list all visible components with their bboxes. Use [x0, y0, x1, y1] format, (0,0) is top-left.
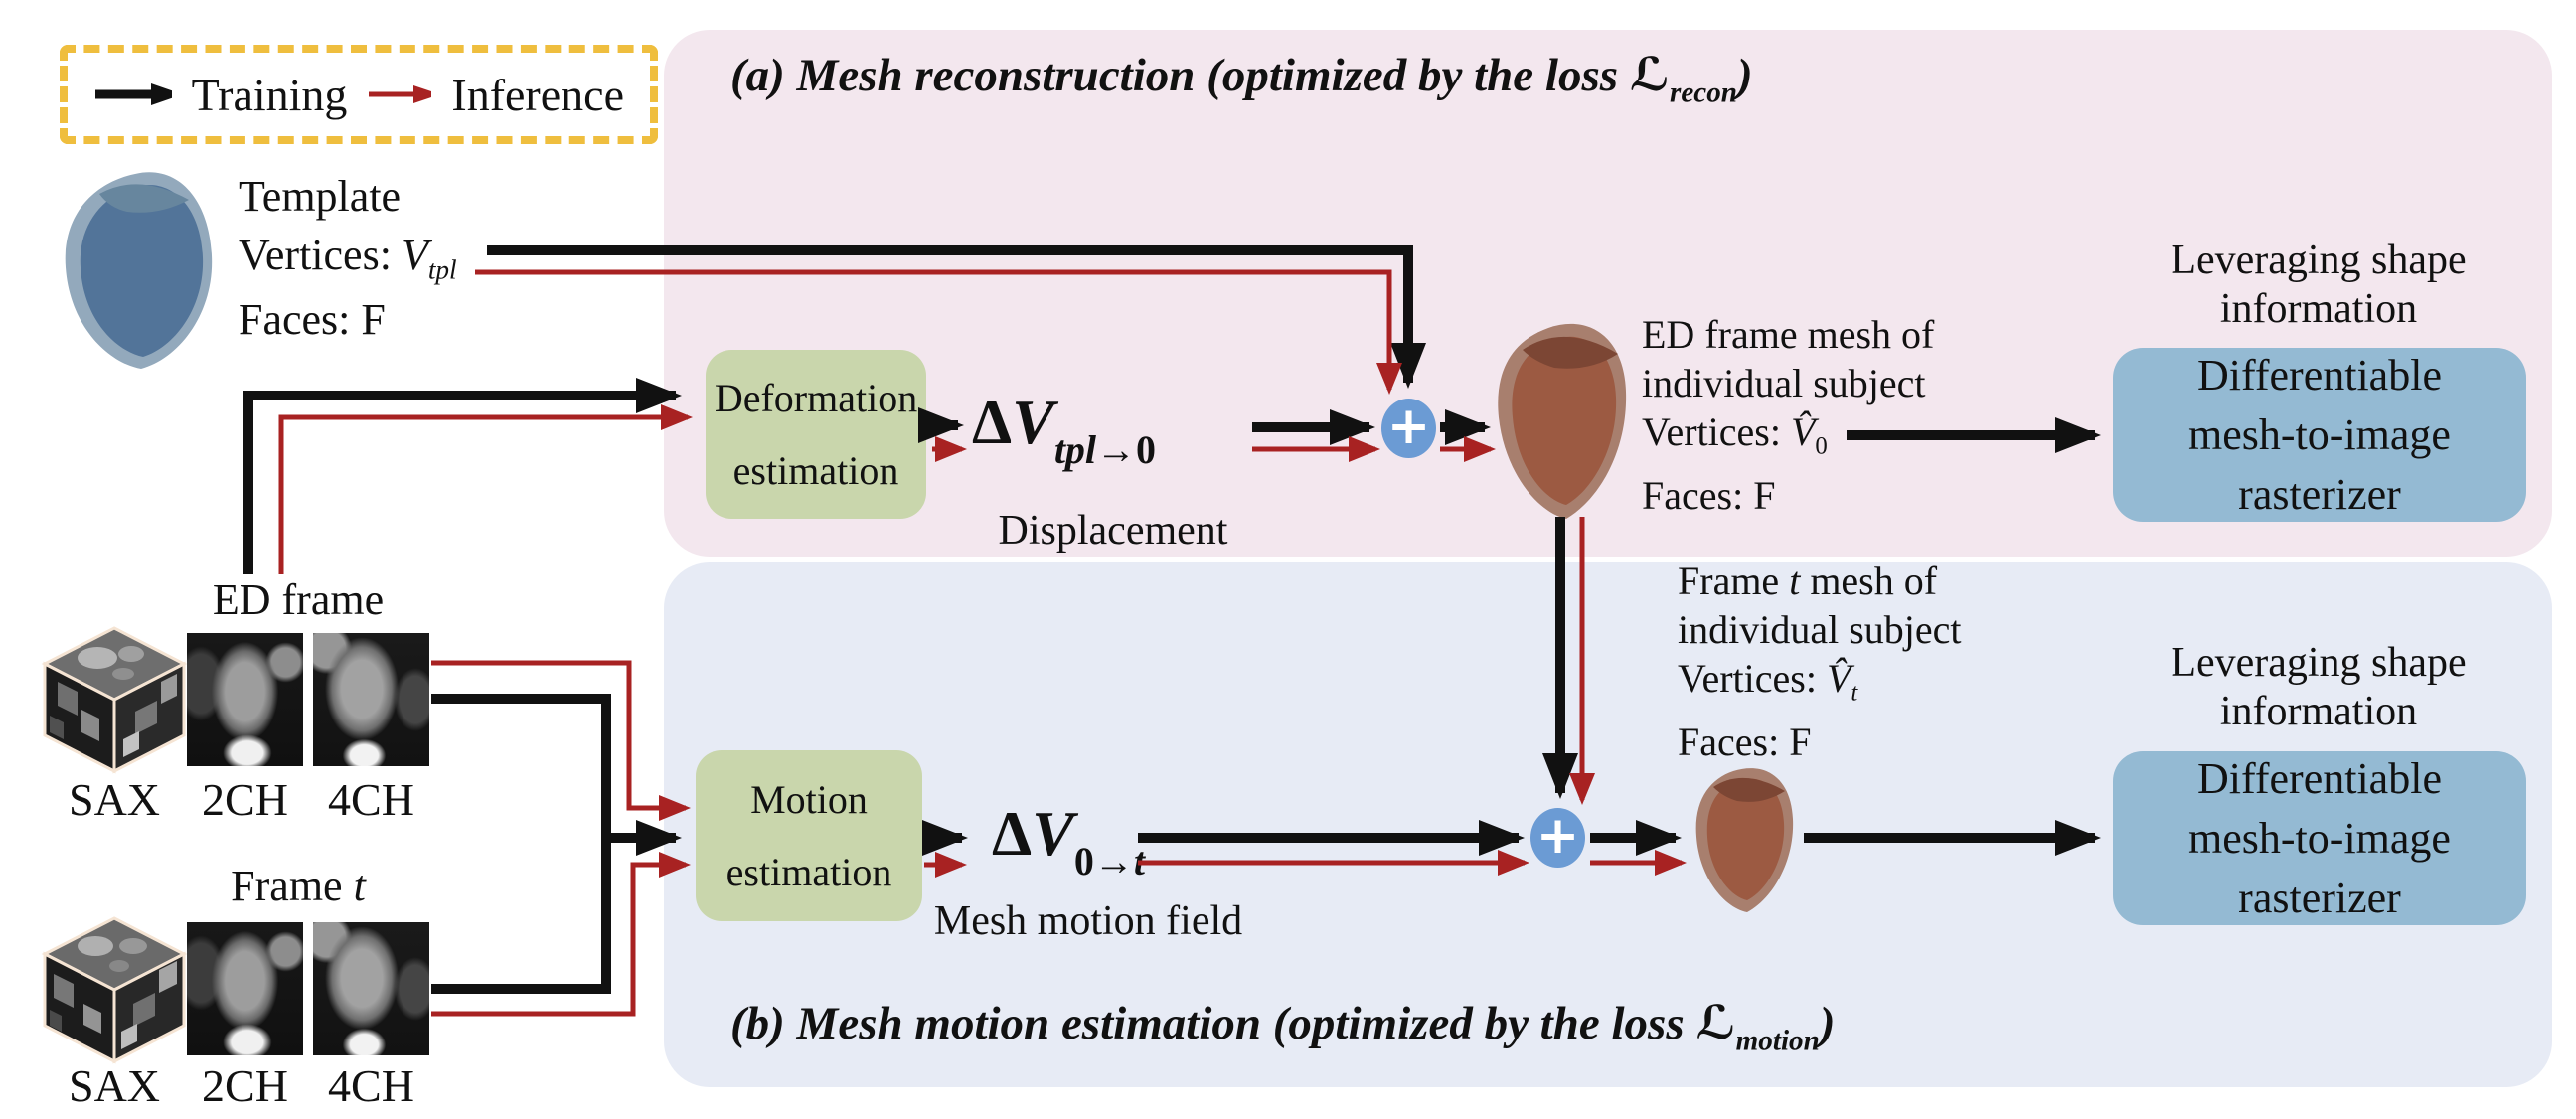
loss-recon-symbol: ℒ	[1629, 48, 1671, 102]
legend-box: Training Inference	[60, 45, 658, 144]
ed-mesh-image	[1498, 323, 1627, 519]
template-label-block: Template Vertices:Vtpl Faces: F	[239, 171, 457, 345]
rasterizer-b-line1: Differentiable	[2197, 753, 2442, 803]
template-mesh-image	[65, 172, 213, 369]
two-ch-label-ed: 2CH	[202, 774, 288, 825]
line-image-junction-training	[431, 694, 611, 994]
mri-2ch-ed-image	[187, 633, 303, 766]
frame-t-mesh-line1: Frame t mesh of	[1678, 559, 1938, 603]
rasterizer-a-note-line2: information	[2219, 286, 2418, 332]
deformation-box-line2: estimation	[732, 447, 899, 493]
frame-t-mesh-vertices: Vertices:V̂t	[1678, 656, 1858, 707]
mri-4ch-ed-image	[313, 633, 429, 766]
four-ch-label-ed: 4CH	[328, 774, 414, 825]
motion-field-caption: Mesh motion field	[933, 898, 1243, 944]
rasterizer-a-line2: mesh-to-image	[2188, 409, 2451, 459]
rasterizer-b-line2: mesh-to-image	[2188, 813, 2451, 863]
plus-sign-a: +	[1386, 397, 1431, 456]
ed-mesh-line2: individual subject	[1642, 361, 1926, 405]
motion-estimation-box: Motion estimation	[696, 750, 922, 921]
rasterizer-a-line3: rasterizer	[2238, 469, 2401, 519]
arrow-frame-t-images-to-motion-inference	[431, 852, 691, 1017]
motion-field-formula: ΔV0→t	[992, 798, 1145, 883]
ed-mesh-label-block: ED frame mesh of individual subject Vert…	[1642, 310, 1934, 520]
sax-label-ed: SAX	[68, 774, 161, 825]
plus-node-motion: +	[1530, 808, 1585, 868]
motion-box-line1: Motion	[750, 777, 868, 822]
rasterizer-b-line3: rasterizer	[2238, 873, 2401, 922]
arrow-ed-frame-to-deformation-training	[243, 378, 682, 574]
rasterizer-a-line1: Differentiable	[2197, 350, 2442, 400]
ed-frame-label: ED frame	[212, 575, 385, 624]
template-title: Template	[239, 172, 402, 221]
template-faces: Faces: F	[239, 294, 386, 344]
ed-mesh-line1: ED frame mesh of	[1642, 312, 1935, 357]
deformation-box-line1: Deformation	[714, 376, 918, 421]
four-ch-label-frame-t: 4CH	[328, 1060, 414, 1111]
sax-cube-ed-image	[41, 626, 188, 774]
plus-node-reconstruction: +	[1381, 399, 1436, 458]
legend-inference-label: Inference	[451, 69, 624, 120]
inference-arrow-icon	[369, 85, 432, 103]
panel-b-title: (b) Mesh motion estimation (optimized by…	[730, 996, 1836, 1057]
displacement-caption: Displacement	[998, 508, 1228, 554]
arrow-ed-images-to-motion-inference	[431, 660, 691, 821]
frame-t-mesh-faces: Faces: F	[1678, 719, 1812, 764]
sax-label-frame-t: SAX	[68, 1060, 161, 1111]
frame-t-mesh-line2: individual subject	[1678, 607, 1962, 652]
mri-4ch-frame-t-image	[313, 922, 429, 1055]
motion-box-line2: estimation	[725, 850, 892, 894]
loss-motion-symbol: ℒ	[1695, 996, 1736, 1050]
rasterizer-a-note-line1: Leveraging shape	[2171, 238, 2467, 283]
sax-cube-frame-t-image	[41, 916, 188, 1064]
panel-a-title: (a) Mesh reconstruction (optimized by th…	[730, 48, 1753, 109]
frame-t-label: Frame t	[231, 862, 366, 910]
ed-mesh-faces: Faces: F	[1642, 472, 1776, 518]
training-arrow-icon	[95, 83, 172, 105]
arrow-ed-frame-to-deformation-inference	[278, 404, 693, 574]
ed-mesh-vertices: Vertices:V̂0	[1642, 409, 1828, 460]
legend-training-label: Training	[191, 69, 348, 120]
plus-sign-b: +	[1535, 806, 1580, 866]
two-ch-label-frame-t: 2CH	[202, 1060, 288, 1111]
frame-t-mesh-label-block: Frame t mesh of individual subject Verti…	[1678, 557, 1962, 766]
mri-2ch-frame-t-image	[187, 922, 303, 1055]
deformation-estimation-box: Deformation estimation	[706, 350, 926, 519]
displacement-formula: ΔVtpl→0	[972, 387, 1157, 472]
rasterizer-b-note: Leveraging shape information	[2107, 639, 2530, 736]
rasterizer-b-note-line1: Leveraging shape	[2171, 640, 2467, 686]
rasterizer-b-box: Differentiable mesh-to-image rasterizer	[2113, 751, 2526, 925]
rasterizer-b-note-line2: information	[2219, 689, 2418, 734]
rasterizer-a-note: Leveraging shape information	[2107, 237, 2530, 334]
template-vertices: Vertices:Vtpl	[239, 231, 457, 285]
rasterizer-a-box: Differentiable mesh-to-image rasterizer	[2113, 348, 2526, 522]
frame-t-mesh-image	[1695, 768, 1794, 912]
